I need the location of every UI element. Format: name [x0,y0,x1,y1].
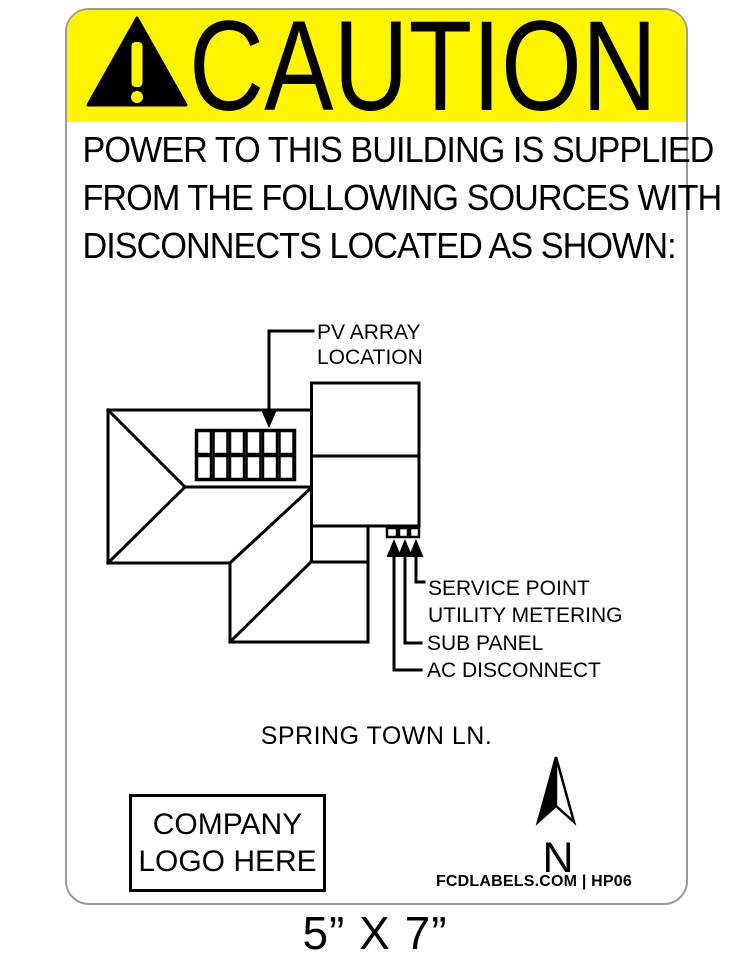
message-line-3: DISCONNECTS LOCATED AS SHOWN: [82,225,676,266]
caution-signal-word: CAUTION [189,10,657,122]
caution-label-sheet: CAUTION POWER TO THIS BUILDING IS SUPPLI… [65,8,722,905]
company-logo-line-1: COMPANY [152,808,303,841]
caution-header-art: CAUTION [67,10,686,122]
north-label: N [542,834,574,882]
company-logo-line-2: LOGO HERE [138,845,317,878]
brand-footer: FCDLABELS.COM | HP06 [435,873,632,890]
caution-header: CAUTION [67,10,686,122]
size-caption: 5” X 7” [302,907,448,959]
warning-triangle-icon [86,16,188,107]
company-logo-box: COMPANY LOGO HERE [129,794,326,892]
message-line-2: FROM THE FOLLOWING SOURCES WITH [82,177,722,218]
message-block: POWER TO THIS BUILDING IS SUPPLIED FROM … [82,126,722,270]
message-line-1: POWER TO THIS BUILDING IS SUPPLIED [82,129,714,170]
street-name-label: SPRING TOWN LN. [260,722,493,750]
